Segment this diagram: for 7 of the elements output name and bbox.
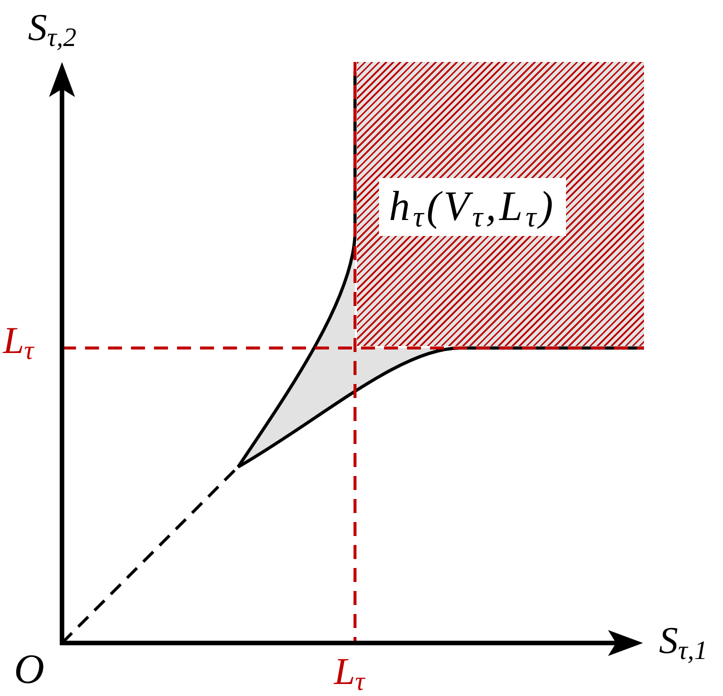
- axis-tick-label: L$_{τ}$: [334, 651, 366, 695]
- axis-tick-label: L$_{τ}$: [3, 320, 36, 364]
- region-label: h$_{τ}$(V$_{τ}$,L$_{τ}$): [379, 178, 566, 236]
- origin-label: O: [14, 646, 46, 694]
- y-axis-label: S$_{τ,2}$: [28, 7, 78, 51]
- x-axis-label: S$_{τ,1}$: [659, 620, 708, 664]
- hatched-region: [357, 62, 644, 346]
